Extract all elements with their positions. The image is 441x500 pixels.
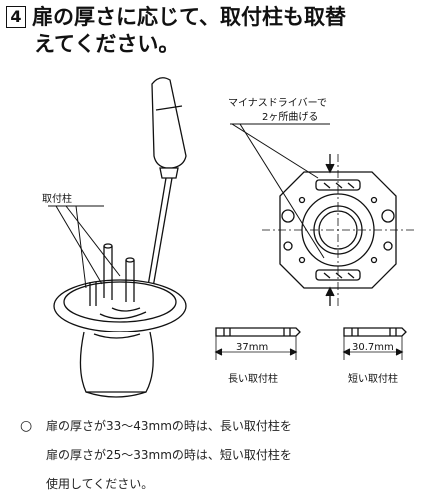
bullet-circle-icon: ○ bbox=[20, 418, 33, 434]
short-post-label: 短い取付柱 bbox=[348, 372, 398, 385]
note-line-1: 扉の厚さが33～43mmの時は、長い取付柱を bbox=[46, 419, 292, 433]
long-post-label: 長い取付柱 bbox=[228, 372, 278, 385]
long-post-dimension: 37mm bbox=[236, 342, 268, 353]
heading-line-2: えてください。 bbox=[34, 32, 180, 56]
post-label: 取付柱 bbox=[42, 192, 72, 205]
post-leader-lines bbox=[48, 205, 121, 289]
note-line-2: 扉の厚さが25～33mmの時は、短い取付柱を bbox=[46, 448, 292, 462]
installation-diagram: 取付柱 マイナスドライバーで 2ヶ所曲げる 37mm 長い取付柱 30.7mm … bbox=[42, 77, 414, 398]
screwdriver-label: マイナスドライバーで bbox=[228, 97, 327, 109]
usage-note: ○ 扉の厚さが33～43mmの時は、長い取付柱を 扉の厚さが25～33mmの時は… bbox=[20, 412, 438, 499]
heading-line-1: 扉の厚さに応じて、取付柱も取替 bbox=[32, 5, 346, 29]
long-post-illustration bbox=[214, 327, 301, 360]
step-number-badge: 4 bbox=[6, 6, 26, 28]
bend-label: 2ヶ所曲げる bbox=[262, 111, 318, 123]
short-post-illustration bbox=[342, 327, 407, 360]
knob-assembly-illustration bbox=[53, 243, 187, 398]
instruction-heading: 4 扉の厚さに応じて、取付柱も取替 えてください。 bbox=[6, 4, 436, 58]
plate-top-view bbox=[262, 154, 414, 306]
note-line-3: 使用してください。 bbox=[46, 477, 154, 491]
bend-leader-lines bbox=[230, 123, 330, 259]
short-post-dimension: 30.7mm bbox=[352, 342, 394, 353]
screwdriver-illustration bbox=[145, 77, 187, 300]
